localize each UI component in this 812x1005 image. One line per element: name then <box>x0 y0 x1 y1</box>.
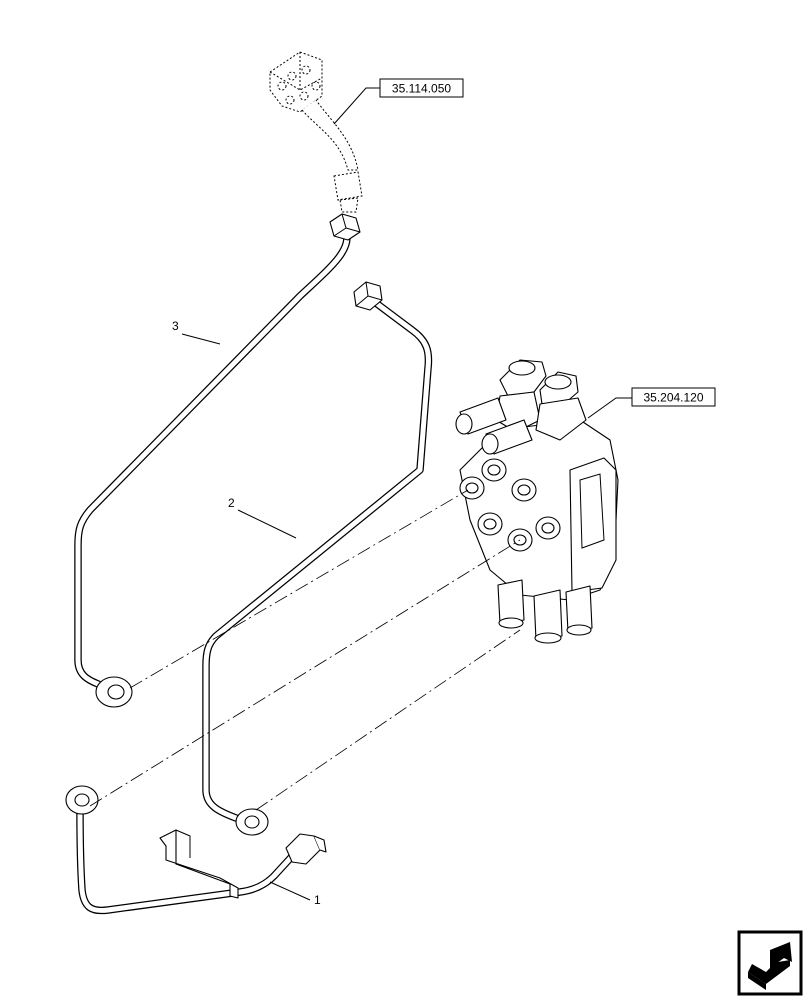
connection-lines <box>89 489 521 811</box>
callout-1-label: 1 <box>314 893 321 907</box>
leader-upper-ref <box>333 87 380 125</box>
leader-valve-ref <box>587 397 632 419</box>
next-page-arrow-icon[interactable] <box>737 930 803 996</box>
pipe-3 <box>74 213 361 708</box>
pipe-1 <box>65 785 327 915</box>
upper-block-fitting <box>269 51 363 213</box>
ref-valve-label: 35.204.120 <box>643 391 703 405</box>
callout-1[interactable]: 1 <box>269 881 321 907</box>
ref-upper-label: 35.114.050 <box>392 82 451 96</box>
control-valve <box>455 359 619 644</box>
callout-2-label: 2 <box>228 496 235 510</box>
ref-box-valve[interactable]: 35.204.120 <box>631 387 716 407</box>
callout-2[interactable]: 2 <box>228 496 297 539</box>
callout-3-label: 3 <box>172 319 179 333</box>
pipe-2 <box>202 281 433 836</box>
callout-3[interactable]: 3 <box>172 319 221 345</box>
ref-box-upper[interactable]: 35.114.050 <box>379 78 464 98</box>
